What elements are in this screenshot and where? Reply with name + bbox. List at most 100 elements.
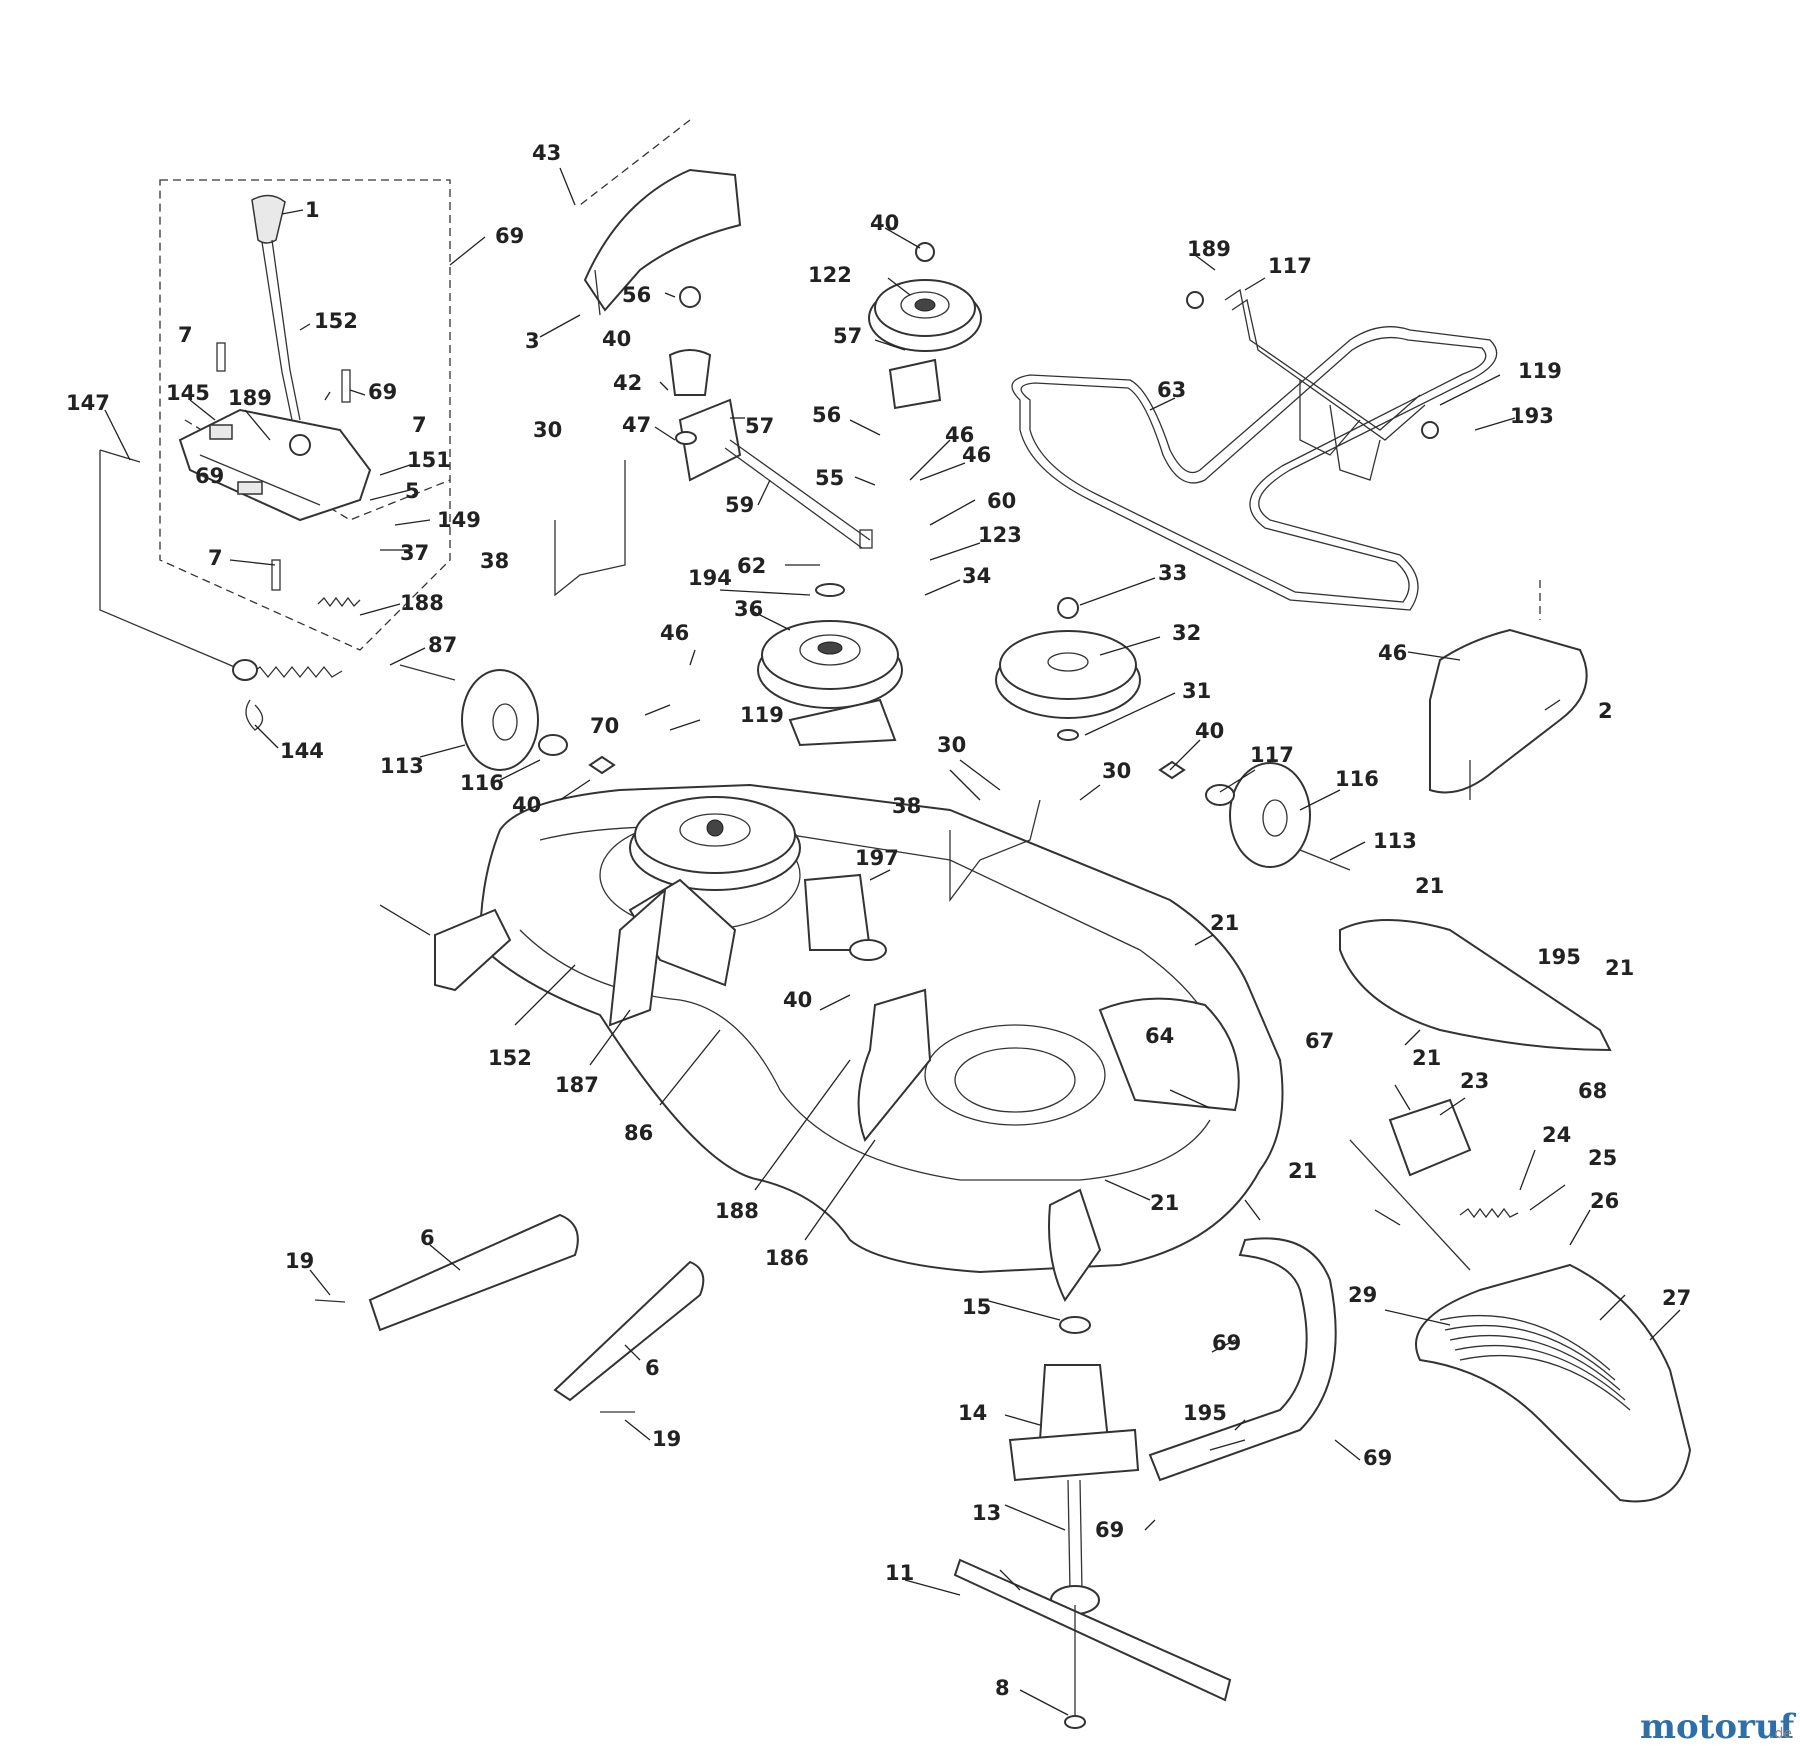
callout: 193 bbox=[1510, 404, 1554, 428]
callout: 32 bbox=[1172, 621, 1201, 645]
gauge-wheel-right bbox=[1158, 760, 1351, 871]
callout: 40 bbox=[783, 988, 812, 1012]
callout: 7 bbox=[208, 546, 223, 570]
callout: 34 bbox=[962, 564, 991, 588]
callout: 11 bbox=[885, 1561, 914, 1585]
callout: 38 bbox=[892, 794, 921, 818]
callout: 30 bbox=[1102, 759, 1131, 783]
watermark-brand: motoruf bbox=[1640, 1707, 1797, 1747]
belt-guard-right bbox=[1429, 580, 1588, 800]
callout: 30 bbox=[533, 418, 562, 442]
mower-deck bbox=[434, 783, 1284, 1302]
callout: 31 bbox=[1182, 679, 1211, 703]
lift-links bbox=[314, 1213, 705, 1413]
callout: 23 bbox=[1460, 1069, 1489, 1093]
callout: 145 bbox=[166, 381, 210, 405]
callout: 144 bbox=[280, 739, 324, 763]
callout: 33 bbox=[1158, 561, 1187, 585]
callout: 188 bbox=[715, 1199, 759, 1223]
mulch-guard-199 bbox=[1148, 1237, 1337, 1482]
watermark-suffix: .de bbox=[1770, 1726, 1792, 1742]
callout: 113 bbox=[380, 754, 424, 778]
callout: 46 bbox=[962, 443, 991, 467]
belt-guard bbox=[579, 119, 742, 316]
callout: 188 bbox=[400, 591, 444, 615]
discharge-bracket bbox=[1349, 1098, 1519, 1271]
callout: 195 bbox=[1183, 1401, 1227, 1425]
spindle-assembly bbox=[953, 1316, 1232, 1729]
callout: 64 bbox=[1145, 1024, 1174, 1048]
callout: 1 bbox=[305, 198, 320, 222]
callout: 46 bbox=[660, 621, 689, 645]
callout: 13 bbox=[972, 1501, 1001, 1525]
callout: 7 bbox=[412, 413, 427, 437]
callout: 117 bbox=[1250, 743, 1294, 767]
callout: 21 bbox=[1415, 874, 1444, 898]
callout: 42 bbox=[613, 371, 642, 395]
callout: 69 bbox=[1095, 1518, 1124, 1542]
callout: 46 bbox=[945, 423, 974, 447]
callout: 194 bbox=[688, 566, 732, 590]
callout: 70 bbox=[590, 714, 619, 738]
callout: 38 bbox=[480, 549, 509, 573]
callout: 8 bbox=[995, 1676, 1010, 1700]
callout: 15 bbox=[962, 1295, 991, 1319]
callout: 40 bbox=[1195, 719, 1224, 743]
lift-rods bbox=[554, 460, 1041, 902]
callout: 57 bbox=[833, 324, 862, 348]
callout: 43 bbox=[532, 141, 561, 165]
callout: 7 bbox=[178, 323, 193, 347]
callout: 116 bbox=[460, 771, 504, 795]
callout: 60 bbox=[987, 489, 1016, 513]
callout: 116 bbox=[1335, 767, 1379, 791]
drive-belt bbox=[1011, 326, 1498, 611]
callout: 14 bbox=[958, 1401, 987, 1425]
callout: 21 bbox=[1210, 911, 1239, 935]
callout: 87 bbox=[428, 633, 457, 657]
idler-arm-assembly bbox=[668, 286, 873, 549]
callout: 123 bbox=[978, 523, 1022, 547]
callout: 63 bbox=[1157, 378, 1186, 402]
callout: 147 bbox=[66, 391, 110, 415]
callout: 47 bbox=[622, 413, 651, 437]
callout: 40 bbox=[512, 793, 541, 817]
callout: 19 bbox=[285, 1249, 314, 1273]
callout: 69 bbox=[1363, 1446, 1392, 1470]
deck-pulley-36 bbox=[757, 583, 903, 747]
callout: 21 bbox=[1150, 1191, 1179, 1215]
callout: 55 bbox=[815, 466, 844, 490]
callout: 30 bbox=[937, 733, 966, 757]
callout: 36 bbox=[734, 597, 763, 621]
callout: 27 bbox=[1662, 1286, 1691, 1310]
callout: 195 bbox=[1537, 945, 1581, 969]
discharge-chute bbox=[1415, 1263, 1692, 1503]
callout: 3 bbox=[525, 329, 540, 353]
callout: 69 bbox=[495, 224, 524, 248]
callout: 6 bbox=[645, 1356, 660, 1380]
callout: 6 bbox=[420, 1226, 435, 1250]
callout: 25 bbox=[1588, 1146, 1617, 1170]
callout: 68 bbox=[1578, 1079, 1607, 1103]
callout: 37 bbox=[400, 541, 429, 565]
callout: 24 bbox=[1542, 1123, 1571, 1147]
callout: 189 bbox=[228, 386, 272, 410]
callout: 19 bbox=[652, 1427, 681, 1451]
leader-lines bbox=[104, 167, 1681, 1716]
lift-lever-assembly bbox=[99, 179, 451, 731]
callout: 187 bbox=[555, 1073, 599, 1097]
callout: 117 bbox=[1268, 254, 1312, 278]
callout: 62 bbox=[737, 554, 766, 578]
callout: 189 bbox=[1187, 237, 1231, 261]
callout: 122 bbox=[808, 263, 852, 287]
callout: 69 bbox=[368, 380, 397, 404]
callout: 69 bbox=[1212, 1331, 1241, 1355]
gauge-wheel-left bbox=[399, 664, 616, 775]
callout: 46 bbox=[1378, 641, 1407, 665]
callout: 21 bbox=[1288, 1159, 1317, 1183]
callout: 21 bbox=[1605, 956, 1634, 980]
callout: 59 bbox=[725, 493, 754, 517]
callout: 56 bbox=[622, 283, 651, 307]
callout: 40 bbox=[870, 211, 899, 235]
callout: 56 bbox=[812, 403, 841, 427]
